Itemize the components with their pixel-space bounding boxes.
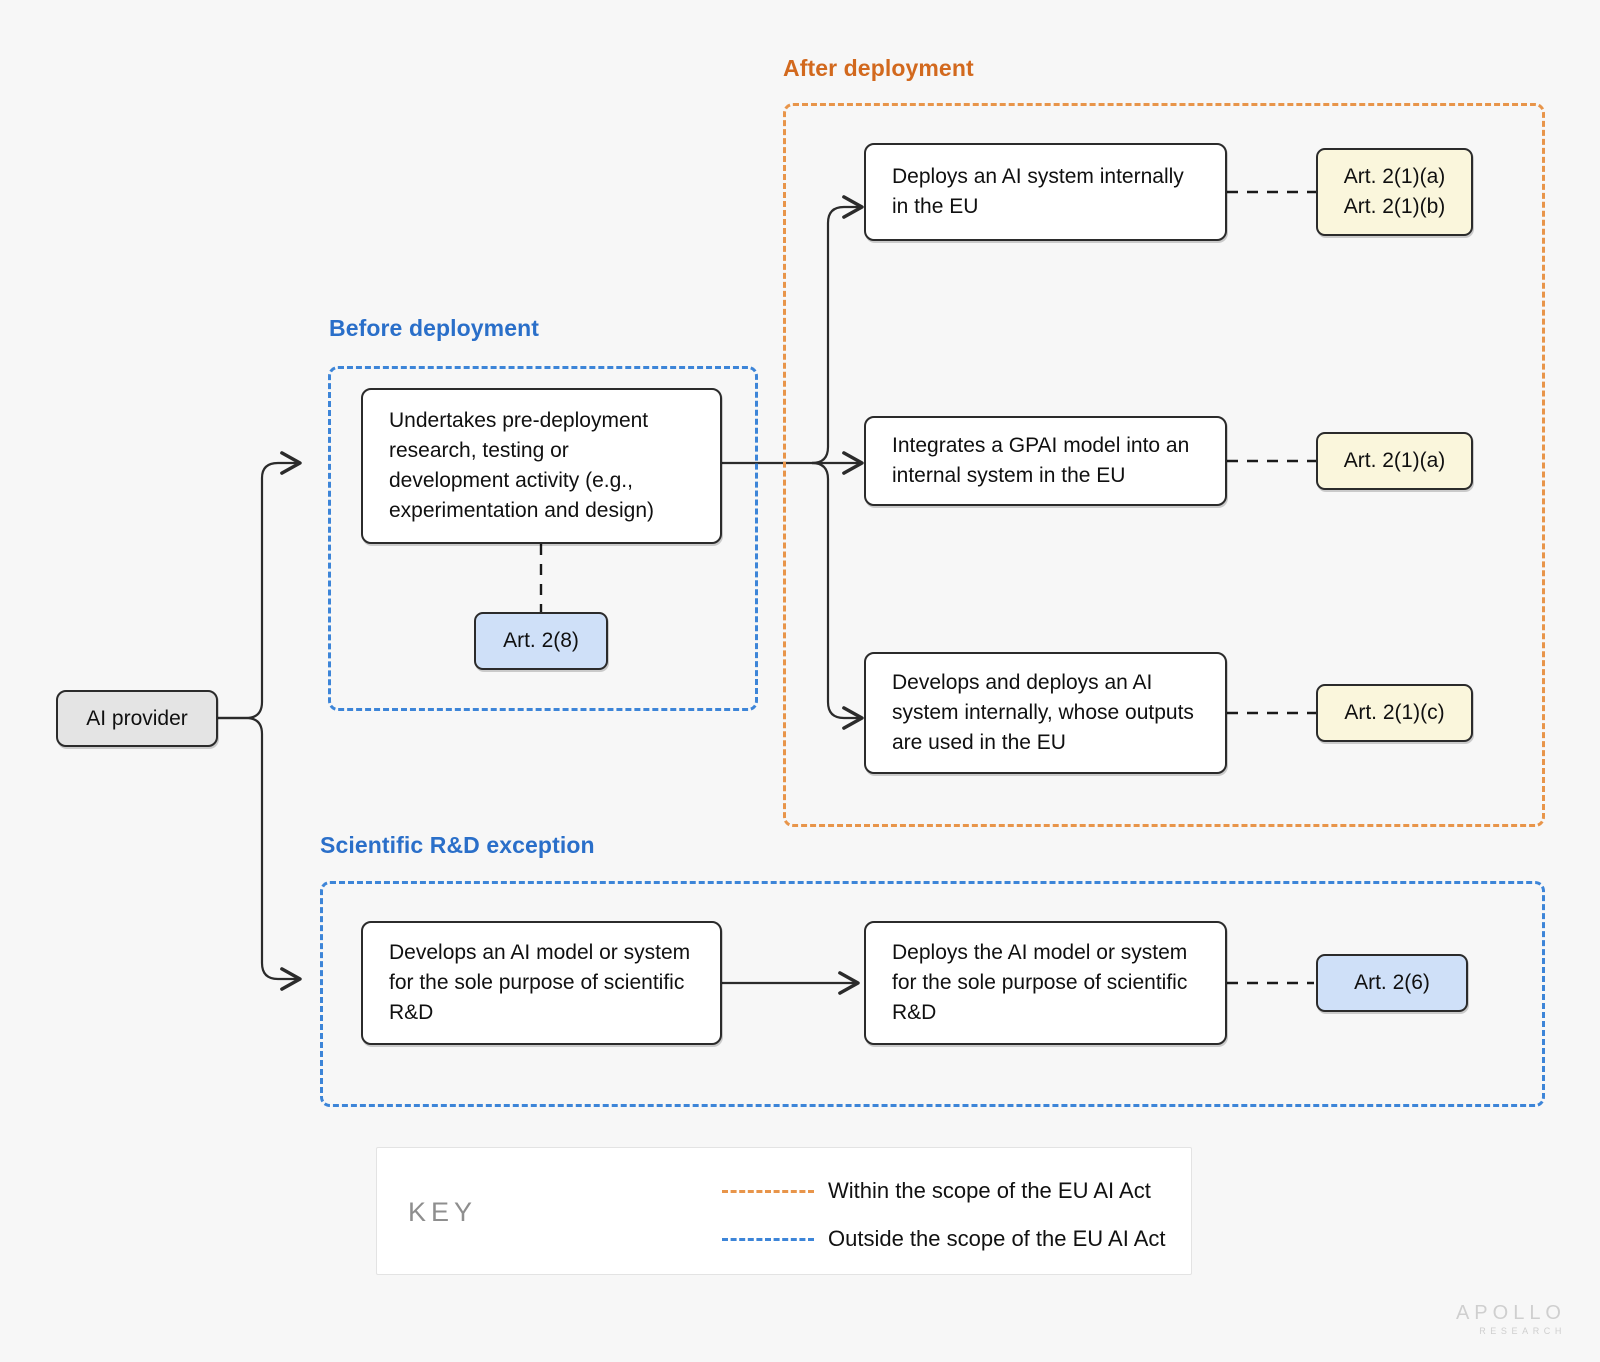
node-undertakes-pre-deployment-research[interactable]: Undertakes pre-deployment research, test…: [361, 388, 722, 544]
tag-line-1: Art. 2(1)(a): [1343, 449, 1446, 473]
key-row-outside-scope: Outside the scope of the EU AI Act: [722, 1226, 1166, 1252]
tag-line-1: Art. 2(1)(c): [1344, 701, 1445, 725]
node-deploys-model-for-rnd[interactable]: Deploys the AI model or system for the s…: [864, 921, 1227, 1045]
tag-art-2-1-a[interactable]: Art. 2(1)(a): [1316, 432, 1473, 490]
group-frame-before-deployment: [328, 366, 758, 711]
node-deploys-ai-system-internally[interactable]: Deploys an AI system internally in the E…: [864, 143, 1227, 241]
tag-line-1: Art. 2(8): [503, 629, 579, 653]
group-label-scientific-rnd-exception: Scientific R&D exception: [320, 832, 595, 858]
key-row-within-scope: Within the scope of the EU AI Act: [722, 1178, 1151, 1204]
node-ai-provider[interactable]: AI provider: [56, 690, 218, 747]
node-label: Develops and deploys an AI system intern…: [892, 671, 1194, 754]
edge-provider-trunk: [218, 451, 302, 991]
tag-art-2-6[interactable]: Art. 2(6): [1316, 954, 1468, 1012]
tag-line-1: Art. 2(6): [1354, 971, 1430, 995]
node-integrates-gpai-model[interactable]: Integrates a GPAI model into an internal…: [864, 416, 1227, 506]
logo-line-2: RESEARCH: [1479, 1325, 1566, 1336]
tag-art-2-1-c[interactable]: Art. 2(1)(c): [1316, 684, 1473, 742]
apollo-research-logo: APOLLO RESEARCH: [1456, 1303, 1566, 1340]
logo-line-1: APOLLO: [1455, 1301, 1566, 1324]
group-frame-scientific-rnd-exception: [320, 881, 1545, 1107]
key-panel: [376, 1147, 1192, 1275]
node-develops-model-for-rnd[interactable]: Develops an AI model or system for the s…: [361, 921, 722, 1045]
group-label-after-deployment: After deployment: [783, 55, 974, 81]
key-row-label: Within the scope of the EU AI Act: [828, 1178, 1151, 1203]
node-develops-deploys-outputs-eu[interactable]: Develops and deploys an AI system intern…: [864, 652, 1227, 774]
orange-dashed-line-icon: [722, 1189, 814, 1193]
node-label: Develops an AI model or system for the s…: [389, 941, 691, 1024]
node-label: Integrates a GPAI model into an internal…: [892, 434, 1190, 487]
key-title: KEY: [408, 1197, 478, 1227]
tag-art-2-1-a-b[interactable]: Art. 2(1)(a) Art. 2(1)(b): [1316, 148, 1473, 236]
tag-line-2: Art. 2(1)(b): [1343, 195, 1446, 218]
node-label: Undertakes pre-deployment research, test…: [389, 409, 655, 522]
blue-dashed-line-icon: [722, 1237, 814, 1241]
group-label-before-deployment: Before deployment: [329, 315, 540, 341]
group-frame-after-deployment: [783, 103, 1545, 827]
tag-art-2-8[interactable]: Art. 2(8): [474, 612, 608, 670]
tag-line-1: Art. 2(1)(a): [1343, 165, 1446, 189]
key-row-label: Outside the scope of the EU AI Act: [828, 1226, 1166, 1251]
node-label: AI provider: [86, 706, 188, 730]
node-label: Deploys an AI system internally in the E…: [892, 165, 1184, 218]
node-label: Deploys the AI model or system for the s…: [892, 941, 1188, 1024]
